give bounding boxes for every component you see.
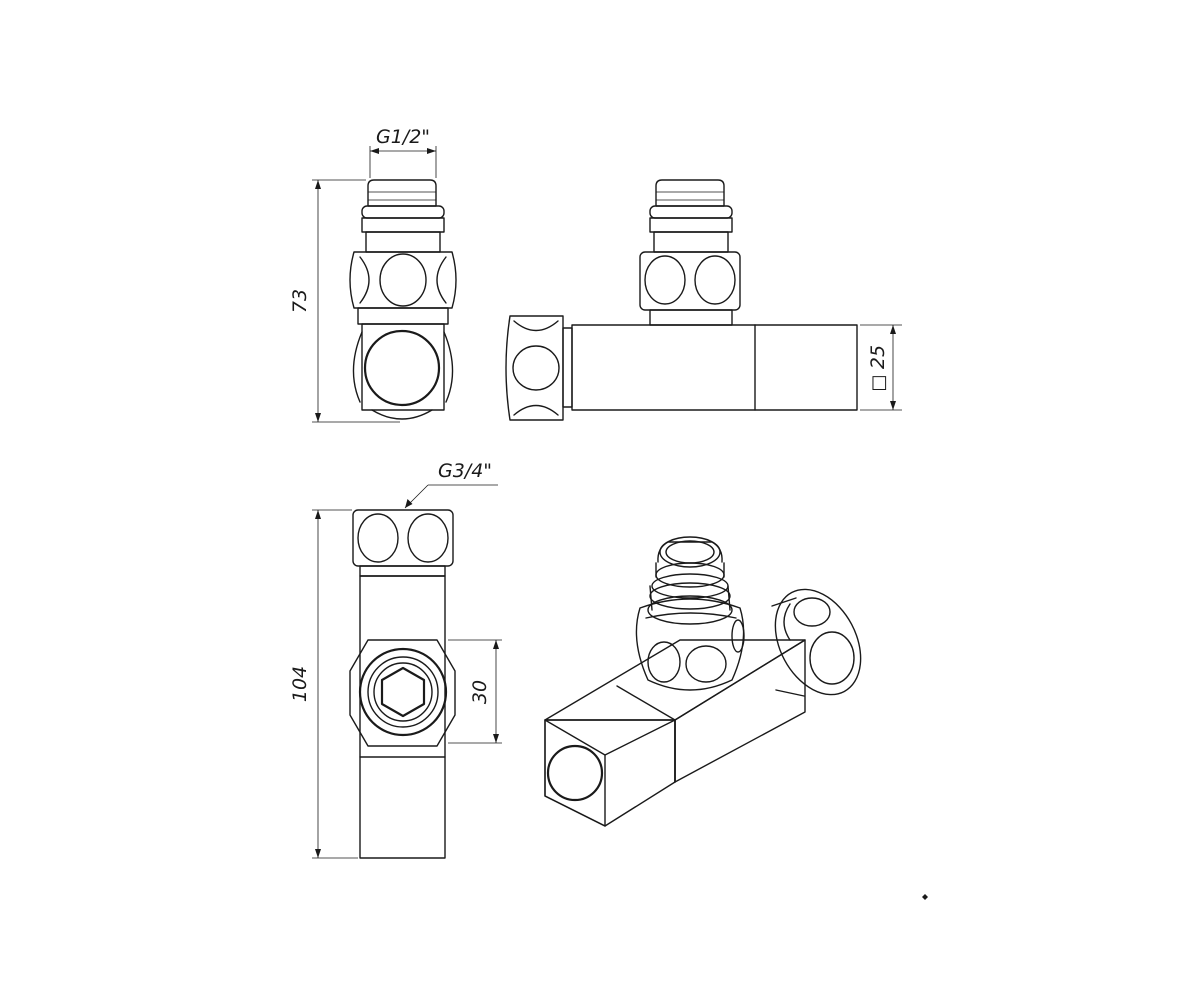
front-view-dimensions: 104 30 G3/4" <box>289 460 502 859</box>
corner-mark <box>922 894 928 900</box>
top-view <box>505 179 858 421</box>
offset-label: 30 <box>469 680 491 704</box>
front-view <box>349 509 456 859</box>
square-symbol: □ <box>868 374 889 391</box>
height-front-label: 104 <box>289 666 311 702</box>
square-size-label: 25 <box>867 345 889 369</box>
side-view-dimensions: G1/2" 73 <box>289 126 437 423</box>
top-view-dimensions: 25 □ <box>860 324 902 411</box>
side-view <box>349 179 457 420</box>
isometric-view <box>544 536 862 827</box>
thread-top-label: G1/2" <box>376 126 430 148</box>
thread-bottom-label: G3/4" <box>438 460 492 482</box>
height-side-label: 73 <box>289 289 311 313</box>
